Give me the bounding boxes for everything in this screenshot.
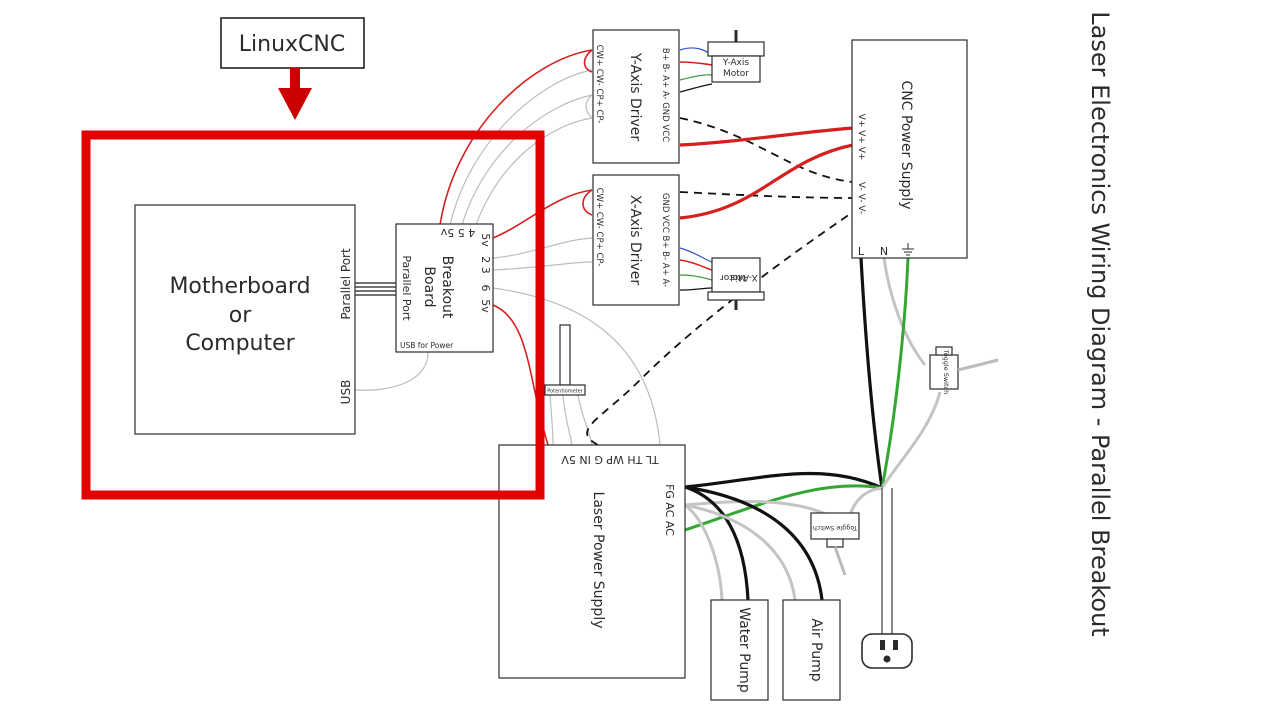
wire-laser-ac-hub <box>684 471 883 490</box>
wire-cnc-ground <box>880 257 910 489</box>
wire-pot-g <box>577 394 593 446</box>
y-axis-driver-label: Y-Axis Driver <box>627 52 643 141</box>
y-axis-driver-right-pins: B+ B- A+ A- GND VCC <box>660 48 670 142</box>
water-pump-label: Water Pump <box>736 607 752 693</box>
parallel-ribbon-cable <box>355 282 396 296</box>
wire-pot-gnd <box>549 394 554 446</box>
wire-air-pump-gray <box>684 503 797 601</box>
cnc-psu-vplus: V+ V+ V+ <box>856 114 866 161</box>
toggle-switch-upper: Toggle Switch <box>929 346 999 394</box>
x-axis-motor: X-Axis Motor <box>707 257 765 310</box>
potentiometer-label: Potentiometer <box>547 389 583 395</box>
diagram-title: Laser Electronics Wiring Diagram - Paral… <box>1086 11 1114 636</box>
breakout-pin-6: 6 <box>479 285 492 292</box>
wire-breakout-y-cw-plus <box>439 49 593 226</box>
dash-laser-g-cnc <box>586 211 854 446</box>
breakout-label-line1: Breakout <box>439 256 455 319</box>
toggle-switch-lower-label: Toggle Switch <box>813 524 858 532</box>
wire-toggle-return <box>880 391 942 489</box>
wire-breakout-y-cw-minus <box>449 69 593 226</box>
parallel-port-label: Parallel Port <box>339 248 353 320</box>
callout-arrow-icon <box>278 68 312 120</box>
dash-x-gnd-cnc <box>679 191 854 199</box>
wire-y-motor-a-minus <box>679 83 713 93</box>
laser-psu-top-pins: TL TH WP G IN 5V <box>561 453 660 466</box>
wire-laser-fg <box>684 484 883 532</box>
wire-x-vcc <box>679 143 854 220</box>
wire-pot-in <box>562 394 573 446</box>
usb-label: USB <box>339 380 353 405</box>
water-pump: Water Pump <box>710 599 769 701</box>
breakout-pin-5v-b: 5v <box>479 299 492 313</box>
wire-x-motor-b-minus <box>679 259 713 271</box>
laser-psu-label: Laser Power Supply <box>590 492 606 629</box>
wire-cnc-n <box>882 257 927 366</box>
breakout-usb-power-label: USB for Power <box>400 341 454 350</box>
power-outlet-icon <box>861 633 913 669</box>
cnc-psu-l: L <box>858 245 865 258</box>
air-pump-label: Air Pump <box>808 618 824 681</box>
x-axis-driver-right-pins: GND VCC B+ B- A+ A- <box>660 193 670 287</box>
breakout-board: Breakout Board Parallel Port USB for Pow… <box>395 223 494 353</box>
y-axis-driver-left-pins: CW+ CW- CP+ CP- <box>594 45 604 124</box>
x-motor-label-line1: X-Axis <box>730 272 758 282</box>
breakout-pin-23: 2 3 <box>479 256 492 274</box>
dash-y-gnd-cnc <box>679 117 854 183</box>
cnc-psu-vminus: V- V- V- <box>856 182 866 214</box>
wire-cnc-l <box>859 257 884 489</box>
cnc-power-supply: CNC Power Supply V+ V+ V+ V- V- V- L N <box>851 39 968 259</box>
laser-power-supply: Laser Power Supply TL TH WP G IN 5V FG A… <box>498 444 686 679</box>
x-axis-driver-left-pins: CW+ CW- CP+ CP- <box>594 188 604 267</box>
toggle-switch-upper-label: Toggle Switch <box>942 349 950 394</box>
cnc-psu-label: CNC Power Supply <box>898 81 914 210</box>
cnc-psu-n: N <box>880 245 888 258</box>
motherboard-label-line2: or <box>229 303 252 328</box>
wire-breakout-y-cp-minus <box>475 117 593 226</box>
breakout-top-pins: 4 5 5v <box>440 226 475 239</box>
wire-air-pump-black <box>684 485 824 601</box>
linuxcnc-highlight-box <box>81 130 545 500</box>
potentiometer: Potentiometer <box>544 324 586 396</box>
toggle-switch-lower: Toggle Switch <box>810 512 860 576</box>
y-motor-label-line1: Y-Axis <box>722 58 749 68</box>
motherboard-label-line1: Motherboard <box>169 274 310 299</box>
wire-y-cw-loop <box>583 49 593 73</box>
y-axis-driver: Y-Axis Driver CW+ CW- CP+ CP- B+ B- A+ A… <box>592 29 680 164</box>
wire-y-cp-loop <box>585 94 593 119</box>
motherboard-box: Motherboard or Computer Parallel Port US… <box>134 204 356 435</box>
wire-breakout-x-cp-minus <box>492 261 593 271</box>
air-pump: Air Pump <box>782 599 841 701</box>
wire-breakout-y-cp-plus <box>461 94 593 226</box>
wire-y-motor-b-plus <box>679 47 713 56</box>
wire-laser-ac-switch <box>684 499 829 517</box>
motherboard-label-line3: Computer <box>185 331 295 356</box>
y-motor-label-line2: Motor <box>723 69 749 79</box>
wire-x-motor-a-minus <box>679 287 713 291</box>
usb-power-cable <box>354 351 429 391</box>
linuxcnc-callout-label: LinuxCNC <box>239 32 345 57</box>
wire-switch-hub <box>848 486 883 516</box>
x-motor-label-line2: Motor <box>720 272 746 282</box>
wire-y-motor-b-minus <box>679 61 713 66</box>
wire-water-pump-black <box>684 485 750 601</box>
wire-y-motor-a-plus <box>679 74 713 81</box>
breakout-label-line2: Board <box>421 266 437 307</box>
wire-y-vcc <box>679 126 854 147</box>
wire-x-cw-loop <box>582 189 593 216</box>
linuxcnc-callout: LinuxCNC <box>220 17 365 69</box>
breakout-parallel-port-label: Parallel Port <box>400 255 413 321</box>
wire-x-motor-b-plus <box>679 247 713 263</box>
wire-x-motor-a-plus <box>679 274 713 281</box>
wire-water-pump-gray <box>684 503 724 601</box>
x-axis-driver: X-Axis Driver CW+ CW- CP+ CP- GND VCC B+… <box>592 174 680 306</box>
laser-psu-side-pins: FG AC AC <box>663 484 676 536</box>
breakout-pin-5v-a: 5v <box>479 233 492 247</box>
wire-breakout-6-laser <box>492 287 661 446</box>
ground-icon <box>902 243 914 256</box>
x-axis-driver-label: X-Axis Driver <box>627 195 643 285</box>
y-axis-motor: Y-Axis Motor <box>707 30 765 83</box>
